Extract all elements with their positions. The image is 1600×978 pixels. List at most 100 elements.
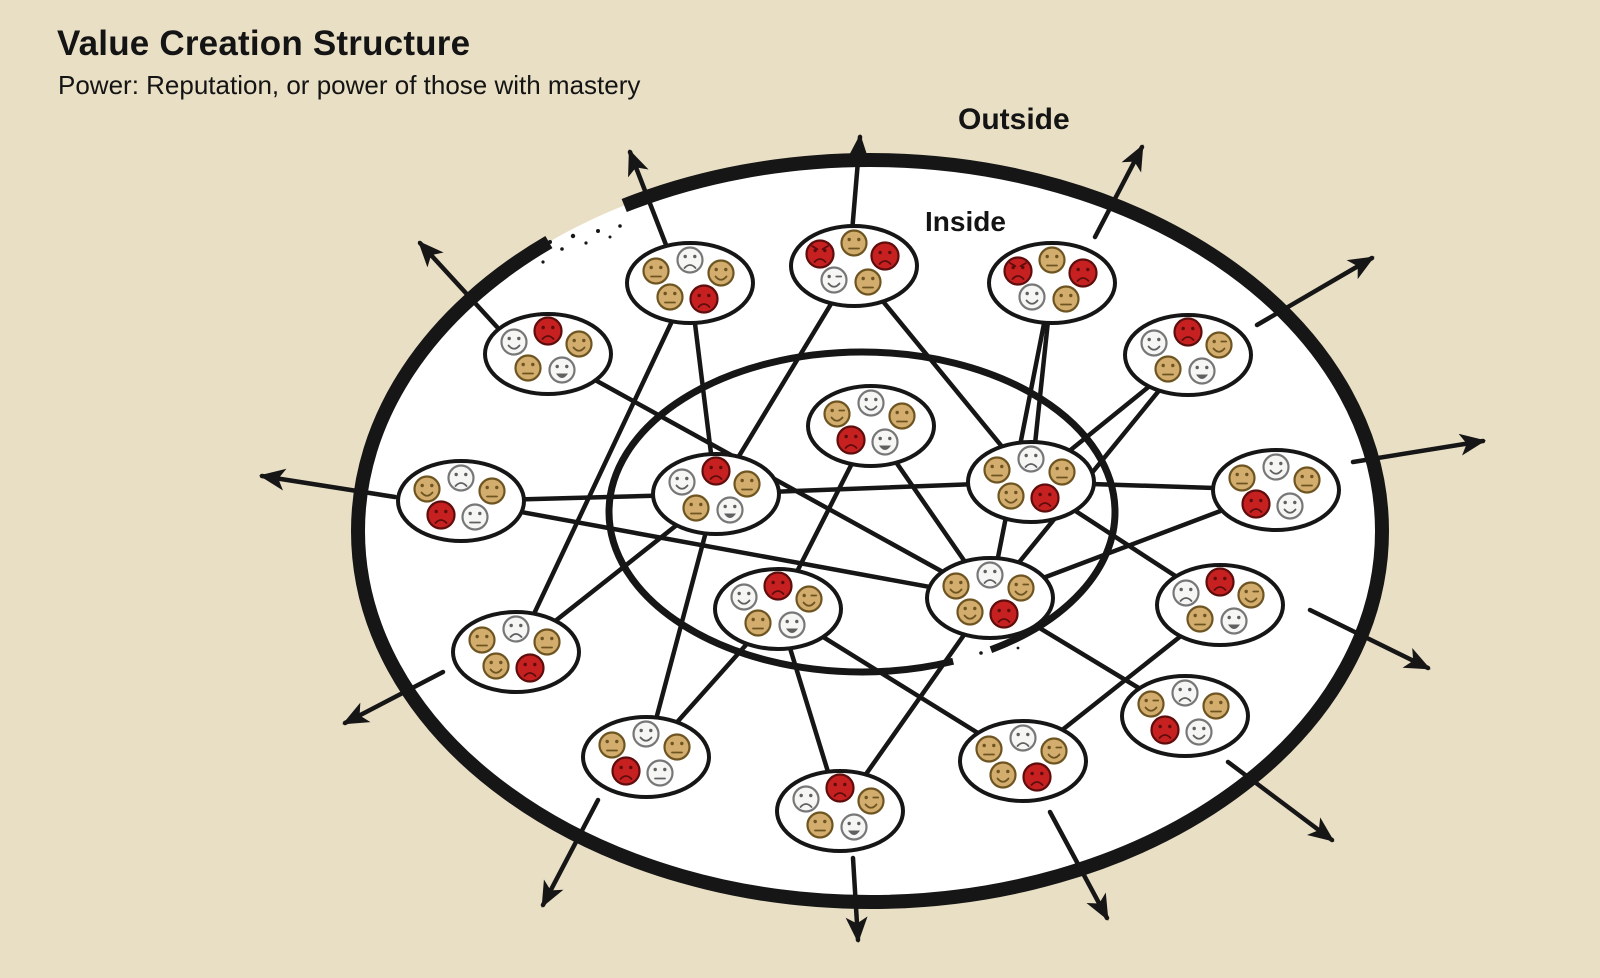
boundary-speckle-dot [618,224,622,228]
face-white-smile-icon [1276,492,1304,520]
face-tan-neutral-icon [468,626,496,654]
face-tan-neutral-icon [975,735,1003,763]
groups [396,224,1341,853]
inner-boundary-ellipse [605,348,1119,676]
face-tan-smile-icon [956,598,984,626]
face-tan-wink-icon [1040,737,1068,765]
face-red-frown-icon [836,425,866,455]
face-red-frown-icon [533,316,563,346]
face-tan-neutral-icon [840,229,868,257]
connection-line [513,280,693,655]
group-8-inside [806,384,936,468]
boundary-speckle-dot [570,233,576,239]
group-11-inside [713,567,843,651]
face-white-neutral-icon [461,503,489,531]
boundary-speckle-dot [584,241,588,245]
face-tan-neutral-icon [642,257,670,285]
group-4-ring [987,241,1117,325]
face-white-smile-icon [857,389,885,417]
face-tan-wink-icon [795,585,823,613]
face-white-frown-icon [502,615,530,643]
boundary-speckle-dot [1004,643,1008,647]
face-white-frown-icon [792,785,820,813]
face-white-frown-icon [1009,724,1037,752]
boundary-speckle-dot [1016,646,1020,650]
outward-arrows [259,134,1486,943]
outward-arrow [1350,433,1486,465]
face-tan-wink-icon [1205,331,1233,359]
face-red-frown-icon [1205,567,1235,597]
face-tan-wink-icon [823,400,851,428]
face-tan-wink-icon [1237,581,1265,609]
group-2-ring [625,241,755,325]
face-red-angry-icon [1003,256,1033,286]
face-white-frown-icon [1171,679,1199,707]
group-12-inside [925,556,1055,640]
face-white-smile-icon [500,328,528,356]
face-red-frown-icon [1150,715,1180,745]
face-red-frown-icon [870,241,900,271]
face-tan-neutral-icon [663,733,691,761]
face-white-frown-icon [976,561,1004,589]
outward-arrow [1307,607,1431,671]
outward-arrow [845,855,868,943]
face-tan-smile-icon [989,761,1017,789]
face-white-frown-icon [447,464,475,492]
face-white-smile-icon [1185,718,1213,746]
face-white-laugh-icon [1188,357,1216,385]
face-tan-neutral-icon [1202,692,1230,720]
face-tan-smile-icon [413,475,441,503]
face-tan-neutral-icon [1048,458,1076,486]
boundary-speckle-dot [608,235,612,239]
group-7-inside [651,452,781,536]
face-tan-smile-icon [997,482,1025,510]
face-tan-smile-icon [482,652,510,680]
group-15-ring [581,715,711,799]
outward-arrow [342,669,446,726]
outward-arrow [417,240,500,330]
group-5-ring [1123,313,1253,397]
face-red-frown-icon [689,284,719,314]
face-tan-neutral-icon [806,811,834,839]
inside-label: Inside [925,206,1006,237]
face-tan-smile-icon [707,259,735,287]
group-6-ring [396,459,526,543]
face-tan-neutral-icon [888,402,916,430]
face-white-frown-icon [1172,579,1200,607]
face-white-frown-icon [1017,445,1045,473]
face-white-neutral-icon [646,759,674,787]
face-red-frown-icon [611,756,641,786]
face-white-laugh-icon [840,813,868,841]
face-white-smile-icon [1140,329,1168,357]
face-red-frown-icon [1030,483,1060,513]
face-white-smile-icon [1018,283,1046,311]
face-red-frown-icon [701,456,731,486]
outside-label: Outside [958,103,1070,136]
face-tan-neutral-icon [983,456,1011,484]
group-13-ring [1155,563,1285,647]
face-red-frown-icon [825,773,855,803]
face-tan-neutral-icon [733,470,761,498]
boundary-speckle-dot [541,260,545,264]
face-white-laugh-icon [548,356,576,384]
face-tan-neutral-icon [533,628,561,656]
face-red-frown-icon [1173,317,1203,347]
face-tan-neutral-icon [682,494,710,522]
face-tan-neutral-icon [598,731,626,759]
face-tan-wink-icon [857,787,885,815]
face-white-laugh-icon [1220,607,1248,635]
face-tan-neutral-icon [1052,285,1080,313]
face-white-laugh-icon [871,428,899,456]
face-red-frown-icon [763,571,793,601]
page-subtitle: Power: Reputation, or power of those wit… [58,70,641,100]
face-tan-neutral-icon [1038,246,1066,274]
face-white-laugh-icon [778,611,806,639]
face-tan-neutral-icon [1293,466,1321,494]
face-red-frown-icon [1022,762,1052,792]
group-16-ring [775,769,905,853]
boundary-speckle-dot [992,645,996,649]
outward-arrow [1047,809,1110,921]
face-red-angry-icon [805,239,835,269]
page-title: Value Creation Structure [57,24,471,63]
